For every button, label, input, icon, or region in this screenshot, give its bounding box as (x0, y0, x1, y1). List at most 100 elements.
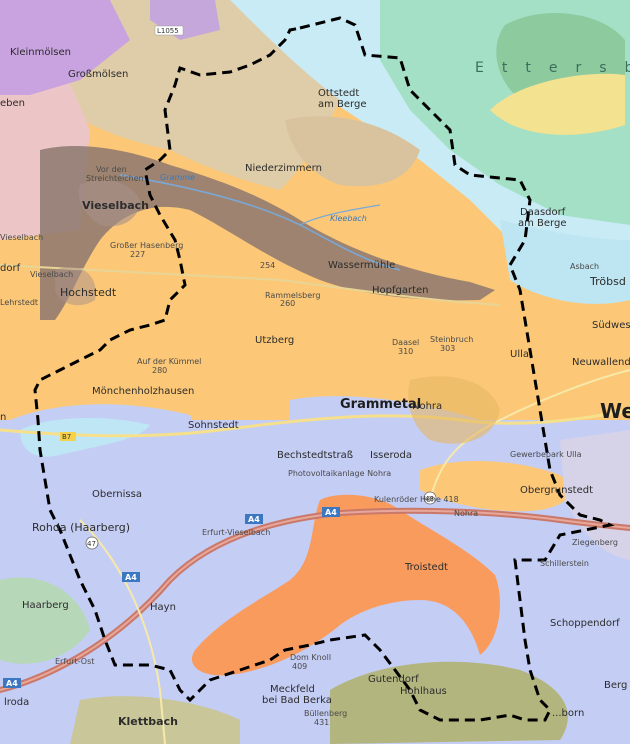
height-kuemmel: Auf der Kümmel (137, 357, 201, 366)
olive-zone-southwest (70, 696, 240, 744)
settlement-grammetal (408, 376, 500, 444)
place-troebsd: Tröbsd (589, 275, 626, 288)
height-303: 303 (440, 344, 455, 353)
place-kleinmoelsen: Kleinmölsen (10, 47, 71, 58)
place-vieselbach: Vieselbach (82, 199, 149, 212)
place-erfurt-ost: Erfurt-Ost (55, 657, 94, 666)
place-grossmoelsen: Großmölsen (68, 69, 128, 80)
shield-a4-1 (245, 514, 263, 524)
dark-orange-zone (191, 494, 500, 676)
place-nohra: Nohra (412, 401, 442, 412)
place-ottstedt: Ottstedt (318, 88, 359, 99)
place-vieselbach-south: Vieselbach (30, 270, 73, 279)
place-utzberg: Utzberg (255, 335, 294, 346)
road-b7 (0, 408, 630, 438)
height-daasel: Daasel (392, 338, 419, 347)
height-ziegenberg: Ziegenberg (572, 538, 618, 547)
place-weimar: We (600, 399, 630, 423)
place-meckfeld-1: Meckfeld (270, 684, 315, 695)
place-nohra-exit: Nohra (454, 509, 478, 518)
tan-zone-central (285, 116, 420, 187)
place-vor-den-2: Streichteichen (86, 174, 144, 183)
settlement-vieselbach (78, 180, 140, 227)
place-moenchenholzhausen: Mönchenholzhausen (92, 386, 194, 397)
label-a4-4: A4 (6, 679, 18, 688)
region-ettersberg: Ettersb (475, 60, 630, 76)
place-bechstedtstrass: Bechstedtstraß (277, 450, 353, 461)
place-zaborn: ...born (552, 708, 584, 719)
brown-valley (40, 145, 495, 320)
place-grammetal: Grammetal (340, 397, 421, 412)
label-a4-1: A4 (248, 515, 260, 524)
orange-pocket-east (420, 460, 571, 512)
height-grosser-2: 227 (130, 250, 145, 259)
place-daasdorf-2: am Berge (518, 218, 567, 229)
height-409: 409 (292, 662, 307, 671)
place-sohnstedt: Sohnstedt (188, 420, 239, 431)
place-hohlhaus: Hohlhaus (400, 686, 447, 697)
shield-a4-2 (322, 507, 340, 517)
place-troistedt: Troistedt (404, 562, 448, 573)
place-rohda: Rohda (Haarberg) (32, 521, 130, 534)
motorway-a4-center (0, 509, 630, 691)
height-hohe: Kulenröder Höhe 418 (374, 495, 459, 504)
place-daasdorf-1: Daasdorf (520, 207, 566, 218)
label-l1055: L1055 (157, 27, 179, 35)
place-isseroda: Isseroda (370, 450, 412, 461)
road-47 (79, 519, 166, 744)
place-gutendorf: Gutendorf (368, 674, 419, 685)
place-haarberg: Haarberg (22, 600, 69, 611)
place-niederzimmern: Niederzimmern (245, 163, 322, 174)
stream-kleebach (299, 204, 381, 226)
water-kleebach: Kleebach (330, 214, 367, 223)
label-b7: B7 (62, 433, 71, 441)
place-hayn: Hayn (150, 602, 176, 613)
shield-a4-4 (3, 678, 21, 688)
shield-47 (85, 536, 99, 550)
stream-gramme (119, 174, 401, 271)
place-obernissa: Obernissa (92, 489, 142, 500)
place-klettbach: Klettbach (118, 715, 178, 728)
place-dorf: dorf (0, 263, 21, 274)
label-48: 48 (425, 495, 434, 503)
place-n-edge: n (0, 412, 6, 423)
place-erfurt-vieselbach: Erfurt-Vieselbach (202, 528, 270, 537)
cyan-lobe (20, 418, 150, 457)
place-ulla: Ulla (510, 349, 529, 360)
height-280: 280 (152, 366, 167, 375)
road-48 (429, 369, 630, 501)
shield-a4-3 (122, 572, 140, 582)
height-254-label: 254 (260, 261, 275, 270)
height-rammelsberg: Rammelsberg (265, 291, 320, 300)
height-260: 260 (280, 299, 295, 308)
place-lehrstedt: Lehrstedt (0, 298, 38, 307)
height-grosser-1: Großer Hasenberg (110, 241, 183, 250)
municipal-boundary (33, 16, 615, 722)
settlement-hochstedt (55, 266, 96, 306)
shield-b7 (60, 432, 76, 441)
place-schoppendorf: Schoppendorf (550, 618, 620, 629)
height-310: 310 (398, 347, 413, 356)
height-431: 431 (314, 718, 329, 727)
label-a4-2: A4 (325, 508, 337, 517)
place-wassermuehle: Wassermühle (328, 260, 395, 271)
place-hopfgarten: Hopfgarten (372, 285, 429, 296)
place-meckfeld-2: bei Bad Berka (262, 695, 332, 706)
place-photovoltaik: Photovoltaikanlage Nohra (288, 469, 391, 478)
water-gramme: Gramme (160, 173, 195, 182)
place-vor-den-1: Vor den (96, 165, 127, 174)
place-obergrunstedt: Obergrunstedt (520, 485, 593, 496)
cyan-zone-east (500, 220, 630, 304)
place-berg: Berg (604, 680, 627, 691)
green-zone-southwest (0, 577, 90, 664)
shield-l1055 (154, 25, 184, 36)
place-leben: eben (0, 98, 25, 109)
label-47: 47 (87, 540, 96, 548)
place-hochstedt: Hochstedt (60, 286, 117, 299)
yellow-lens (490, 73, 625, 135)
place-gewerbepark: Gewerbepark Ulla (510, 450, 582, 459)
olive-zone-south (330, 661, 568, 744)
height-buellenberg: Büllenberg (304, 709, 347, 718)
